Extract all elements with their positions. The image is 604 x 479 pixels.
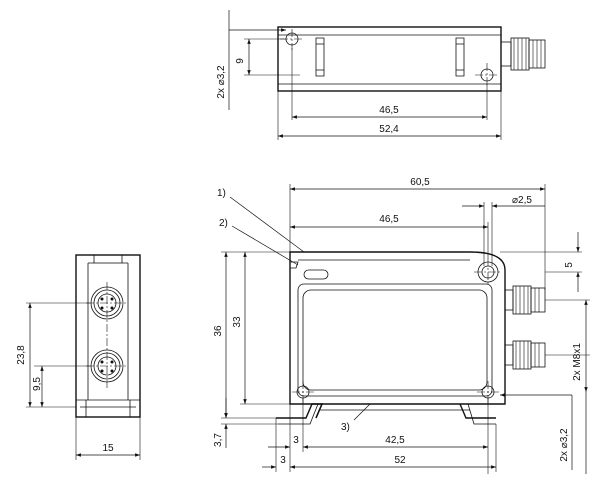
front-view-body <box>289 251 506 405</box>
dim-label: 52,4 <box>379 124 399 135</box>
callout-label: 1) <box>217 188 226 199</box>
dim-label: 3 <box>280 455 286 466</box>
front-view: 1) 2) 3) 60,5 ⌀2,5 46,5 5 36 33 <box>213 177 590 474</box>
dim-label: 5 <box>564 262 575 268</box>
dim-label: 33 <box>232 316 243 328</box>
side-view-body <box>75 254 141 418</box>
dim-label: 2x ⌀3,2 <box>216 65 227 99</box>
side-view: 23,8 9,5 15 <box>16 254 141 460</box>
dim-label: 3,7 <box>213 433 224 447</box>
front-connector-upper <box>504 285 546 315</box>
dim-label: 2x M8x1 <box>572 343 583 381</box>
dim-label: 9 <box>235 58 246 64</box>
top-view: 9 2x ⌀3,2 46,5 52,4 <box>216 10 546 140</box>
top-view-body <box>277 26 502 92</box>
front-window-outer <box>297 283 493 397</box>
dim-label: 42,5 <box>385 435 405 446</box>
front-slot <box>303 269 329 280</box>
dim-label: 36 <box>213 325 224 337</box>
dim-label: ⌀2,5 <box>512 195 532 206</box>
dim-label: 46,5 <box>379 214 399 225</box>
top-slot-left <box>315 37 325 77</box>
top-connector <box>500 37 546 71</box>
top-slot-right <box>455 37 465 77</box>
front-window-inner <box>302 289 488 391</box>
callout-label: 2) <box>219 218 228 229</box>
dim-label: 52 <box>394 455 406 466</box>
dim-label: 3 <box>293 435 299 446</box>
dim-label: 46,5 <box>379 105 399 116</box>
callout-label: 3) <box>341 422 350 433</box>
dim-label: 23,8 <box>16 345 27 365</box>
dim-label: 9,5 <box>32 377 43 391</box>
dim-label: 60,5 <box>410 177 430 188</box>
dim-label: 2x ⌀3,2 <box>559 428 570 462</box>
dim-label: 15 <box>102 443 114 454</box>
front-connector-lower <box>504 340 546 370</box>
